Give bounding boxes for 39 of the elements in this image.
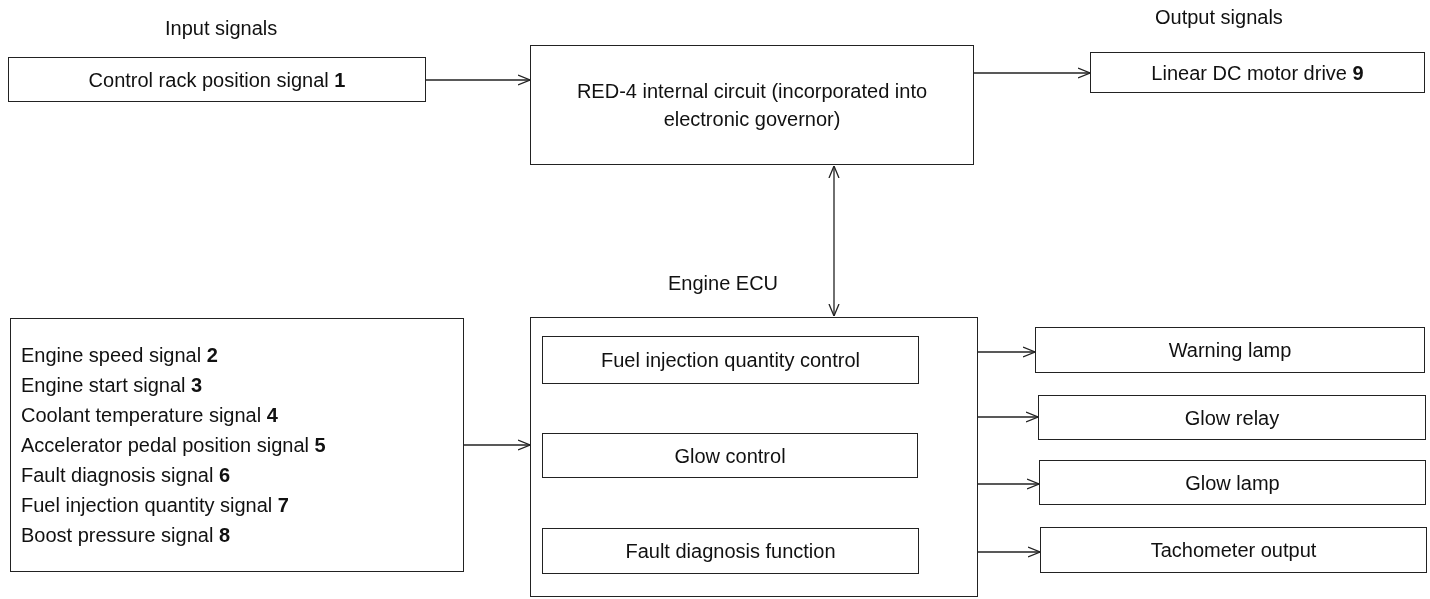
arrow xyxy=(425,74,531,86)
output-box xyxy=(1090,52,1425,93)
box-label: Engine start signal 3 xyxy=(21,373,203,398)
box-label: Fuel injection quantity control xyxy=(600,348,860,373)
box-label: Coolant temperature signal 4 xyxy=(21,403,278,428)
section-label: Output signals xyxy=(1155,6,1283,29)
box-label: Fault diagnosis signal 6 xyxy=(21,463,230,488)
function-box xyxy=(542,336,919,384)
signal-box xyxy=(8,57,426,102)
function-box xyxy=(542,433,918,478)
box-label: Glow lamp xyxy=(1185,470,1280,496)
box-label: Accelerator pedal position signal 5 xyxy=(21,433,326,458)
box-label: Control rack position signal 1 xyxy=(88,67,346,93)
arrow xyxy=(973,67,1091,79)
arrow xyxy=(977,411,1039,423)
arrow xyxy=(977,546,1041,558)
box-label: Fault diagnosis function xyxy=(625,539,836,564)
box-label: Glow relay xyxy=(1184,405,1280,431)
box-label: RED-4 internal circuit (incorporated into electronic governor) xyxy=(575,79,929,132)
arrow xyxy=(828,165,840,317)
output-box xyxy=(1039,460,1426,505)
circuit-box xyxy=(530,45,974,165)
arrow xyxy=(463,439,531,451)
arrow xyxy=(977,346,1036,358)
box-heading: Engine ECU xyxy=(668,271,779,295)
output-box xyxy=(1038,395,1426,440)
output-box xyxy=(1040,527,1427,573)
box-label: Linear DC motor drive 9 xyxy=(1151,60,1364,86)
box-label: Fuel injection quantity signal 7 xyxy=(21,493,289,518)
function-box xyxy=(542,528,919,574)
output-box xyxy=(1035,327,1425,373)
arrow xyxy=(977,478,1040,490)
box-label: Glow control xyxy=(674,443,786,469)
box-label: Boost pressure signal 8 xyxy=(21,523,230,548)
section-label: Input signals xyxy=(165,17,278,40)
signal-list-box xyxy=(10,318,464,572)
box-label: Tachometer output xyxy=(1150,538,1317,563)
box-label: Engine speed signal 2 xyxy=(21,343,218,368)
box-label: Warning lamp xyxy=(1168,338,1292,363)
